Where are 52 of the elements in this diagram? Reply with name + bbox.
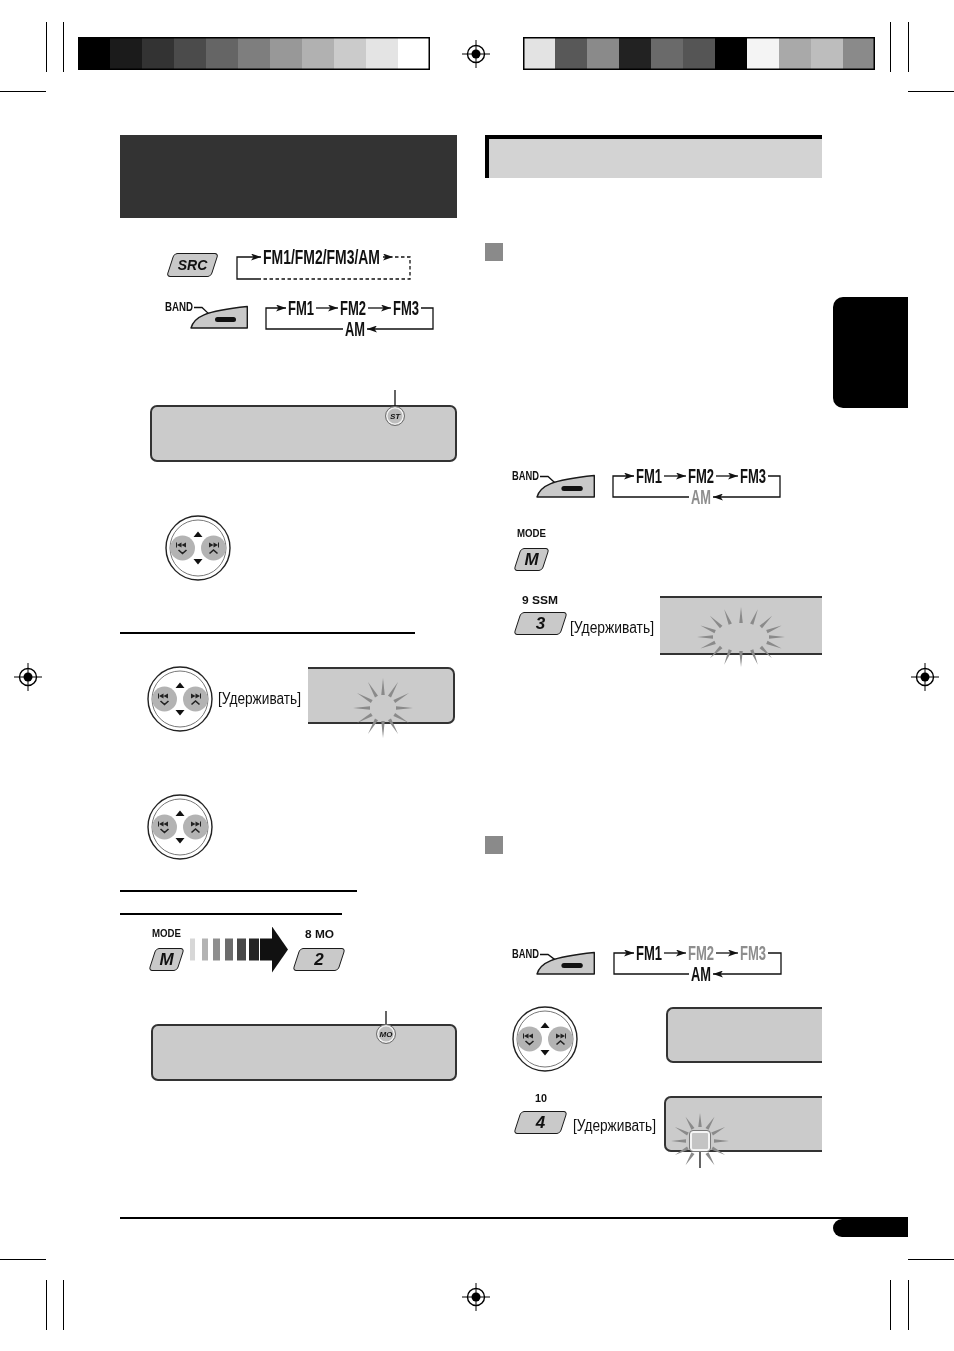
- arrow: [367, 304, 392, 312]
- hold-instruction-text: [Удерживать]: [570, 618, 654, 637]
- loop-arrow: [712, 952, 782, 978]
- band-name: FM2: [688, 944, 714, 962]
- band-name: AM: [691, 488, 711, 506]
- hold-instruction-text: [Удерживать]: [573, 1116, 656, 1135]
- arrow: [663, 949, 687, 957]
- band-sequence-text: FM1/FM2/FM3/AM: [263, 248, 380, 266]
- lcd-display: [666, 1007, 822, 1063]
- key-label: MODE: [152, 928, 181, 938]
- key-label: MODE: [517, 528, 546, 538]
- loop-arrow: [712, 475, 781, 501]
- band-name: AM: [691, 965, 711, 983]
- arrow: [715, 472, 739, 480]
- band-name: FM1: [636, 467, 662, 485]
- key-label: BAND: [165, 302, 193, 313]
- side-tab: [833, 297, 908, 408]
- key-label: 8 MO: [305, 929, 334, 939]
- band-name: FM2: [688, 467, 714, 485]
- band-name: AM: [345, 320, 365, 338]
- hold-instruction-text: [Удерживать]: [218, 689, 301, 708]
- band-name: FM2: [340, 299, 366, 317]
- keypad-key: 2: [292, 948, 346, 971]
- keypad-key: 4: [513, 1111, 568, 1134]
- loop-arrow: [265, 304, 344, 330]
- leader-line: [539, 475, 556, 484]
- key-label: BAND: [512, 949, 539, 960]
- band-name: FM1: [636, 944, 662, 962]
- loop-arrow: [613, 949, 690, 975]
- keypad-key: SRC: [166, 253, 219, 277]
- band-name: FM3: [393, 299, 419, 317]
- loop-arrow: [612, 472, 690, 498]
- leader-line: [539, 953, 556, 961]
- key-label: 10: [535, 1093, 547, 1103]
- square-indicator-icon: [689, 1130, 711, 1152]
- leader-line: [699, 1151, 701, 1169]
- key-label: BAND: [512, 471, 539, 482]
- loop-arrow: [366, 307, 434, 333]
- arrow: [715, 949, 739, 957]
- keypad-key: 3: [513, 612, 568, 635]
- leader-line: [193, 306, 210, 315]
- leader-line: [385, 1010, 387, 1025]
- band-name: FM1: [288, 299, 314, 317]
- arrow: [315, 304, 339, 312]
- block-arrow: [190, 926, 288, 973]
- leader-line: [394, 389, 396, 407]
- keypad-key: M: [148, 948, 185, 971]
- keypad-key: M: [513, 548, 550, 571]
- band-name: FM3: [740, 944, 766, 962]
- key-label: 9 SSM: [522, 595, 558, 605]
- arrow: [663, 472, 687, 480]
- band-name: FM3: [740, 467, 766, 485]
